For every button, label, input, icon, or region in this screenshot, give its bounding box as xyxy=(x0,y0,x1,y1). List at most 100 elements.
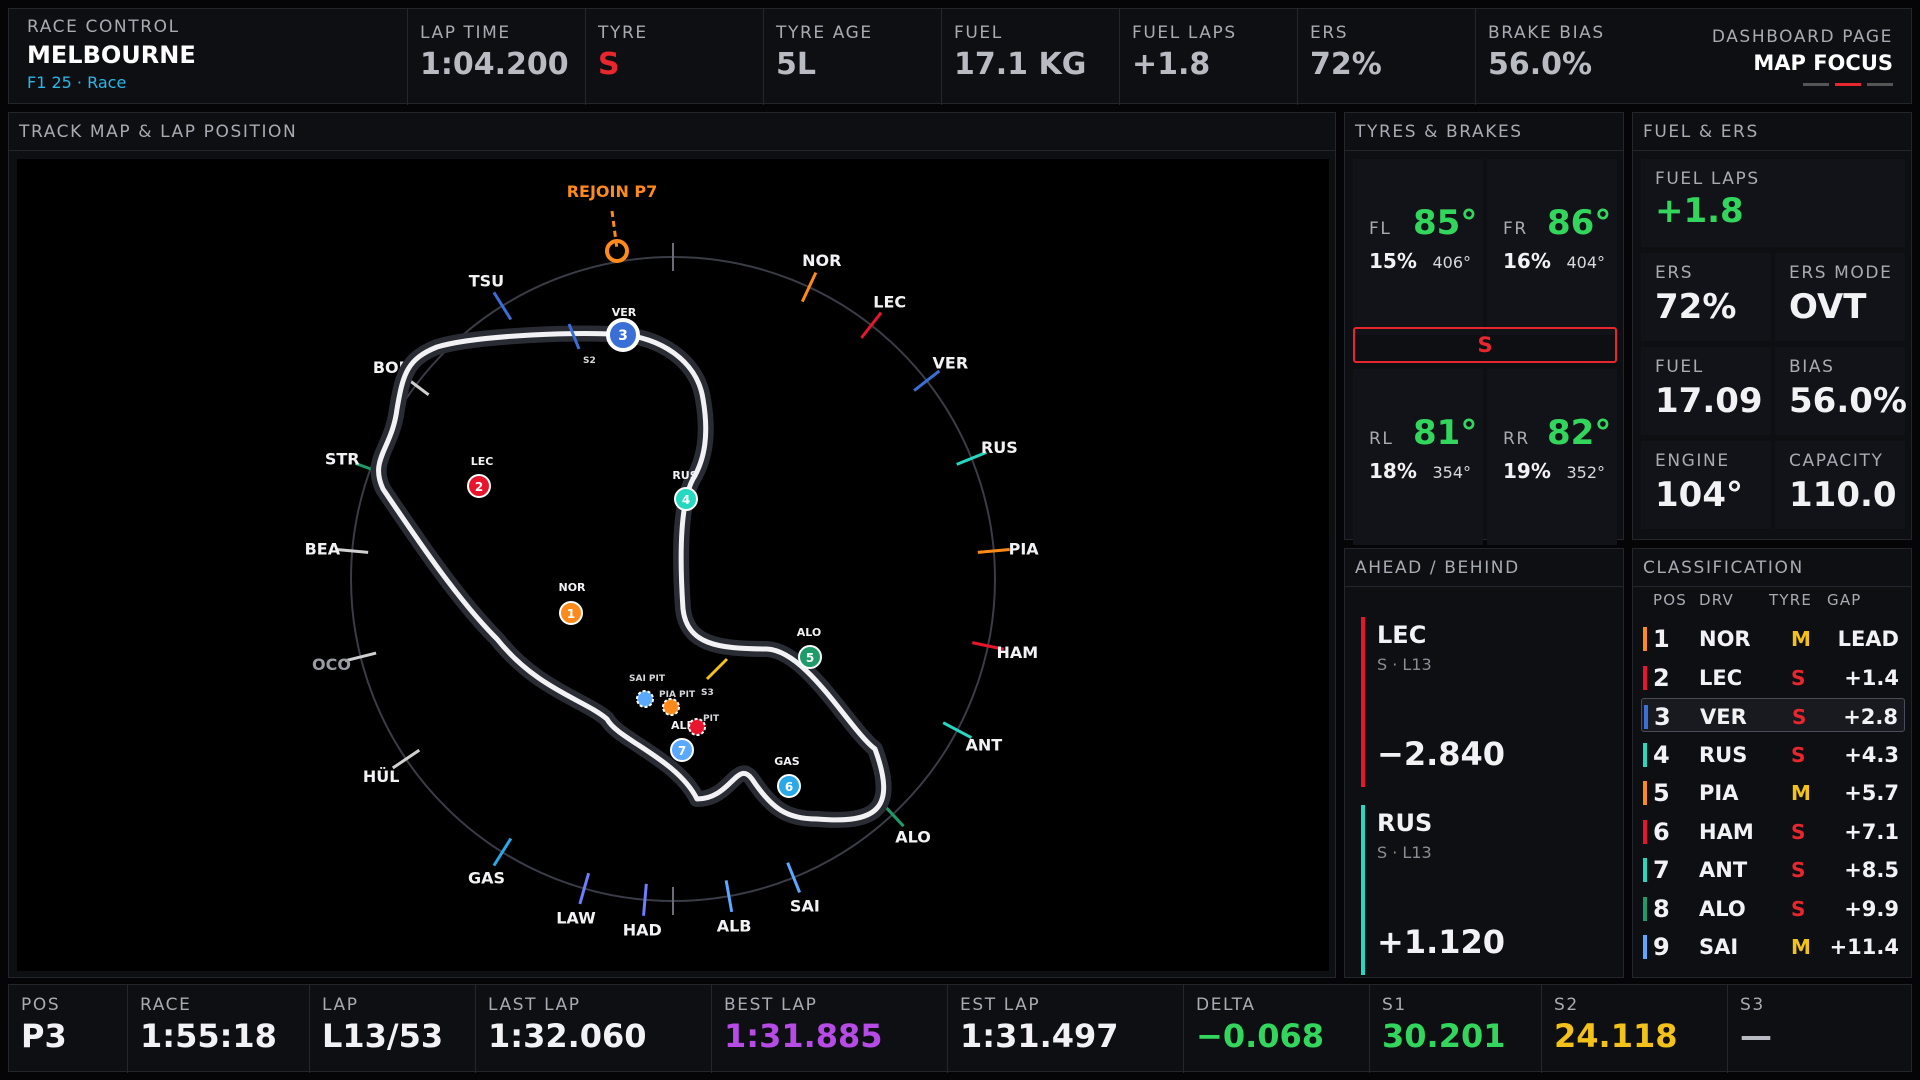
top-stat-label: TYRE AGE xyxy=(776,23,873,43)
footer-label: S2 xyxy=(1554,995,1579,1015)
brake-temperature: 352° xyxy=(1566,463,1605,482)
circuit-name: MELBOURNE xyxy=(27,41,196,69)
fuel-cell-label: ENGINE xyxy=(1655,451,1730,471)
car-behind-gap: +1.120 xyxy=(1377,923,1506,961)
track-marker-alo[interactable] xyxy=(798,645,822,669)
row-tyre: S xyxy=(1791,858,1806,882)
footer-label: POS xyxy=(21,995,61,1015)
page-dot[interactable] xyxy=(1803,83,1829,86)
footer-value: −0.068 xyxy=(1196,1017,1325,1055)
track-marker-number: 1 xyxy=(567,607,575,621)
pit-label-sai: SAI PIT xyxy=(629,674,666,684)
page-dot-active[interactable] xyxy=(1835,83,1861,86)
row-driver: VER xyxy=(1700,705,1747,729)
ahead-behind-panel: AHEAD / BEHIND LEC S · L13 −2.840 RUS S … xyxy=(1344,548,1624,978)
dashboard-page-selector[interactable]: DASHBOARD PAGE MAP FOCUS xyxy=(1712,27,1893,86)
tyre-position: FR xyxy=(1503,219,1528,239)
car-behind-color-bar xyxy=(1361,805,1365,975)
brake-temperature: 406° xyxy=(1432,253,1471,272)
page-dot[interactable] xyxy=(1867,83,1893,86)
track-marker-number: 7 xyxy=(678,744,686,758)
car-ahead-code: LEC xyxy=(1377,621,1427,649)
sector-3-mark xyxy=(705,657,729,681)
footer-s3: S3— xyxy=(1727,985,1913,1073)
car-ahead-info: S · L13 xyxy=(1377,655,1432,674)
tyre-position: FL xyxy=(1369,219,1392,239)
track-marker-lec[interactable] xyxy=(467,474,491,498)
row-position: 4 xyxy=(1653,740,1670,769)
ring-label-alo: ALO xyxy=(895,827,931,846)
track-marker-number: 5 xyxy=(806,651,814,665)
row-driver: HAM xyxy=(1699,819,1754,844)
ring-label-pia: PIA xyxy=(1009,539,1040,558)
track-outline xyxy=(370,325,892,828)
car-ahead-gap: −2.840 xyxy=(1377,735,1506,773)
top-stat-value: +1.8 xyxy=(1132,47,1211,82)
fuel-cell-value: 56.0% xyxy=(1789,381,1907,421)
row-position: 2 xyxy=(1653,663,1670,692)
fuel-cell-value: 104° xyxy=(1655,475,1743,515)
row-driver: LEC xyxy=(1699,665,1743,690)
ring-tick-pia xyxy=(977,548,1010,554)
track-marker-label: RUS xyxy=(672,469,697,482)
track-marker-nor[interactable] xyxy=(559,601,583,625)
ring-label-nor: NOR xyxy=(802,251,841,270)
top-stat-tyre-age: TYRE AGE 5L xyxy=(763,9,941,105)
ring-label-str: STR xyxy=(325,450,360,469)
tyre-temperature: 85° xyxy=(1413,203,1478,243)
top-stat-value: 5L xyxy=(776,47,816,82)
row-driver: SAI xyxy=(1699,935,1739,959)
fuel-cell-label: CAPACITY xyxy=(1789,451,1884,471)
tyre-temperature: 82° xyxy=(1547,413,1612,453)
fuel-cell-label: ERS MODE xyxy=(1789,263,1893,283)
top-stat-fuel-laps: FUEL LAPS+1.8 xyxy=(1119,9,1297,105)
car-ahead: LEC S · L13 −2.840 xyxy=(1361,617,1597,787)
fuel-ers-title: FUEL & ERS xyxy=(1643,122,1759,142)
tyre-position: RL xyxy=(1369,429,1394,449)
row-gap: +11.4 xyxy=(1829,935,1899,959)
track-marker-alb[interactable] xyxy=(670,738,694,762)
track-marker-gas[interactable] xyxy=(777,774,801,798)
track-map-header: TRACK MAP & LAP POSITION xyxy=(9,113,1335,151)
footer-delta: DELTA−0.068 xyxy=(1183,985,1369,1073)
track-marker-number: 6 xyxy=(785,780,793,794)
top-stat-value: 17.1 KG xyxy=(954,47,1087,82)
classification-title: CLASSIFICATION xyxy=(1643,558,1804,578)
track-marker-rus[interactable] xyxy=(674,487,698,511)
fuel-cell-value: 72% xyxy=(1655,287,1737,327)
footer-value: 30.201 xyxy=(1382,1017,1506,1055)
tyre-temperature: 86° xyxy=(1547,203,1612,243)
row-tyre: M xyxy=(1791,627,1811,651)
tyre-temperature: 81° xyxy=(1413,413,1478,453)
rejoin-marker-icon xyxy=(605,239,629,263)
team-color-bar xyxy=(1643,781,1647,805)
ring-label-lec: LEC xyxy=(873,293,906,312)
ring-tick-gas xyxy=(492,837,513,867)
ring-label-bea: BEA xyxy=(305,539,341,558)
fuel-laps-value: +1.8 xyxy=(1655,191,1744,231)
track-marker-label: ALB xyxy=(671,719,695,732)
track-marker-label: ALO xyxy=(797,626,821,639)
track-marker-ver[interactable] xyxy=(606,318,640,352)
ring-label-law: LAW xyxy=(556,908,596,927)
row-position: 6 xyxy=(1653,817,1670,846)
